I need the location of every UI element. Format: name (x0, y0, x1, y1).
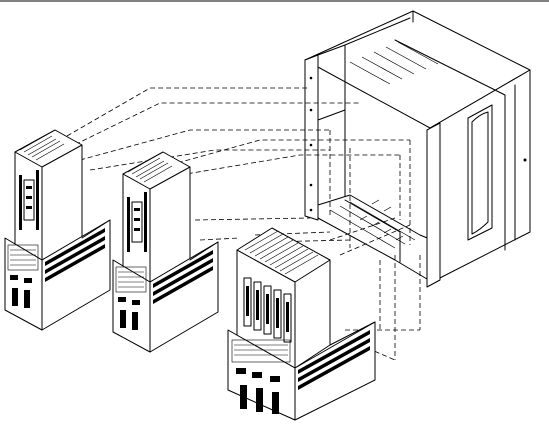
module-1 (4, 129, 111, 331)
module-2 (112, 151, 219, 353)
alignment-lines (59, 87, 421, 361)
chassis-enclosure (304, 10, 531, 288)
module-3 (227, 227, 376, 421)
